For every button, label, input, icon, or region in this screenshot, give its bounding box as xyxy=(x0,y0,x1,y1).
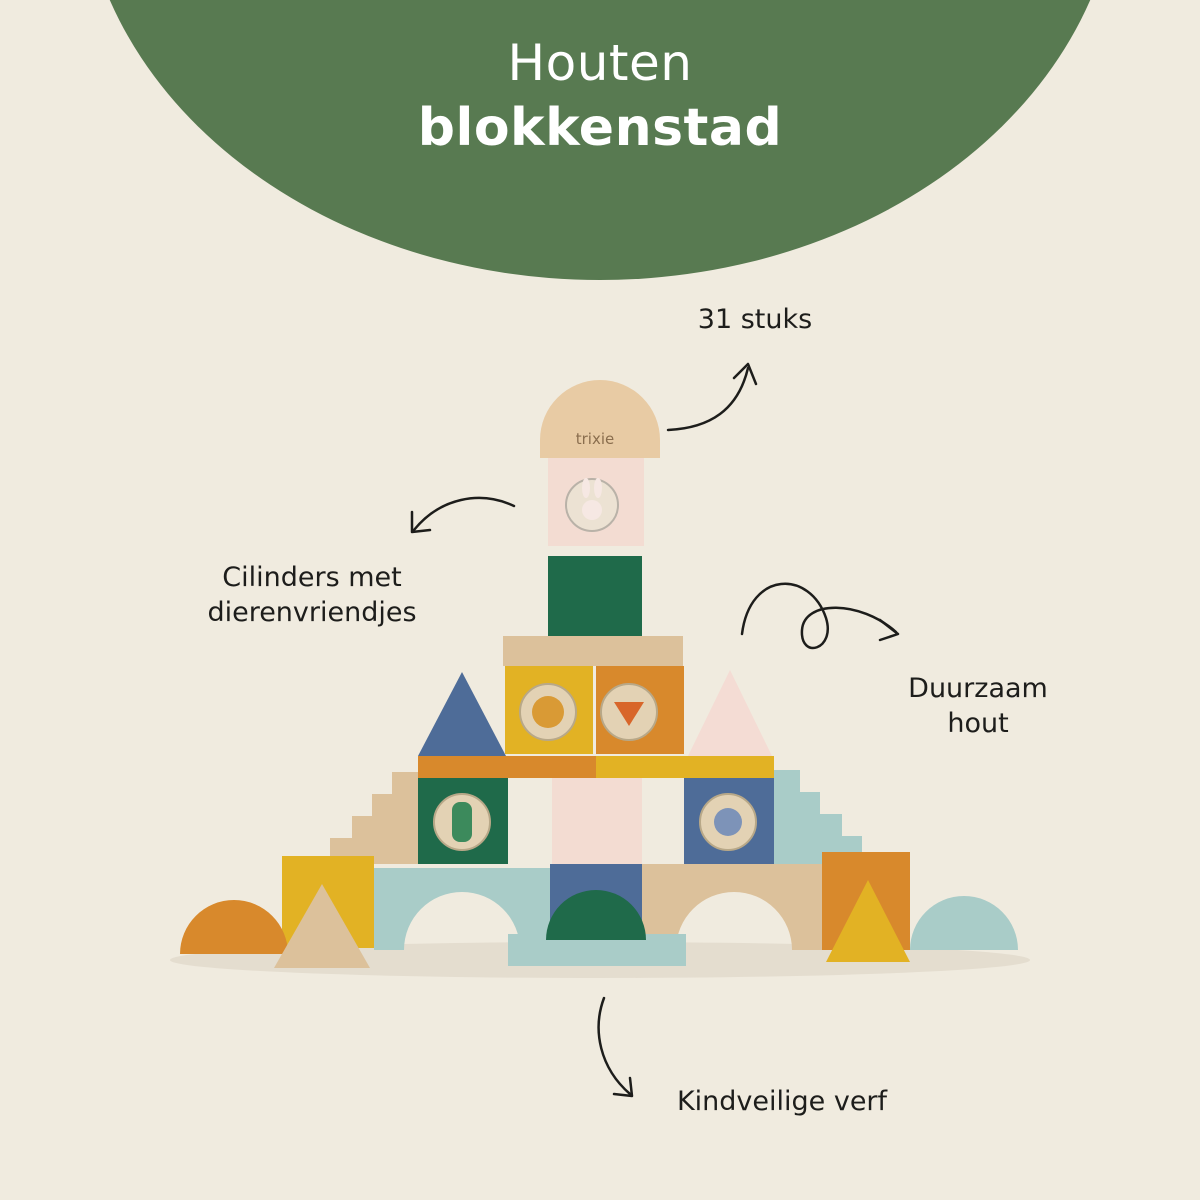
label-wood-line-2: hout xyxy=(947,708,1009,739)
yellow-bar xyxy=(596,756,774,778)
wood-plank xyxy=(503,636,683,666)
arrow-pieces xyxy=(666,366,750,432)
green-cube xyxy=(548,556,642,642)
yellow-triangle xyxy=(826,880,910,962)
arrow-cylinders-head xyxy=(410,510,432,534)
title-line-1: Houten xyxy=(507,34,693,92)
wood-arch-bridge xyxy=(642,864,822,950)
orange-half-dome xyxy=(180,900,288,954)
label-paint: Kindveilige verf xyxy=(676,1086,888,1117)
arrow-cylinders xyxy=(412,496,516,532)
label-wood: Duurzaam hout xyxy=(880,671,1076,741)
mint-arch-bridge xyxy=(374,868,550,950)
orange-bar xyxy=(418,756,596,778)
arrow-pieces-head xyxy=(732,362,758,386)
wood-stairs-left xyxy=(330,772,418,864)
arrow-paint-head xyxy=(612,1076,634,1098)
blush-cube-2 xyxy=(552,778,642,864)
label-pieces: 31 stuks xyxy=(697,304,813,335)
brand-logo: trixie xyxy=(576,430,615,448)
arrow-wood-head xyxy=(878,618,900,642)
label-wood-line-1: Duurzaam xyxy=(908,673,1048,704)
label-cylinders: Cilinders met dierenvriendjes xyxy=(192,560,432,630)
label-cylinders-line-1: Cilinders met xyxy=(222,562,402,593)
mint-stairs-right xyxy=(774,770,862,864)
title-line-2: blokkenstad xyxy=(417,98,783,158)
green-half-dome xyxy=(546,890,646,940)
arrow-wood xyxy=(740,582,898,650)
wood-triangle xyxy=(274,884,370,968)
mint-half-dome xyxy=(910,896,1018,950)
arrow-paint xyxy=(597,996,632,1096)
top-arch-block xyxy=(540,380,660,458)
blush-triangle xyxy=(688,670,772,756)
blue-triangle xyxy=(418,672,506,756)
label-cylinders-line-2: dierenvriendjes xyxy=(207,597,417,628)
